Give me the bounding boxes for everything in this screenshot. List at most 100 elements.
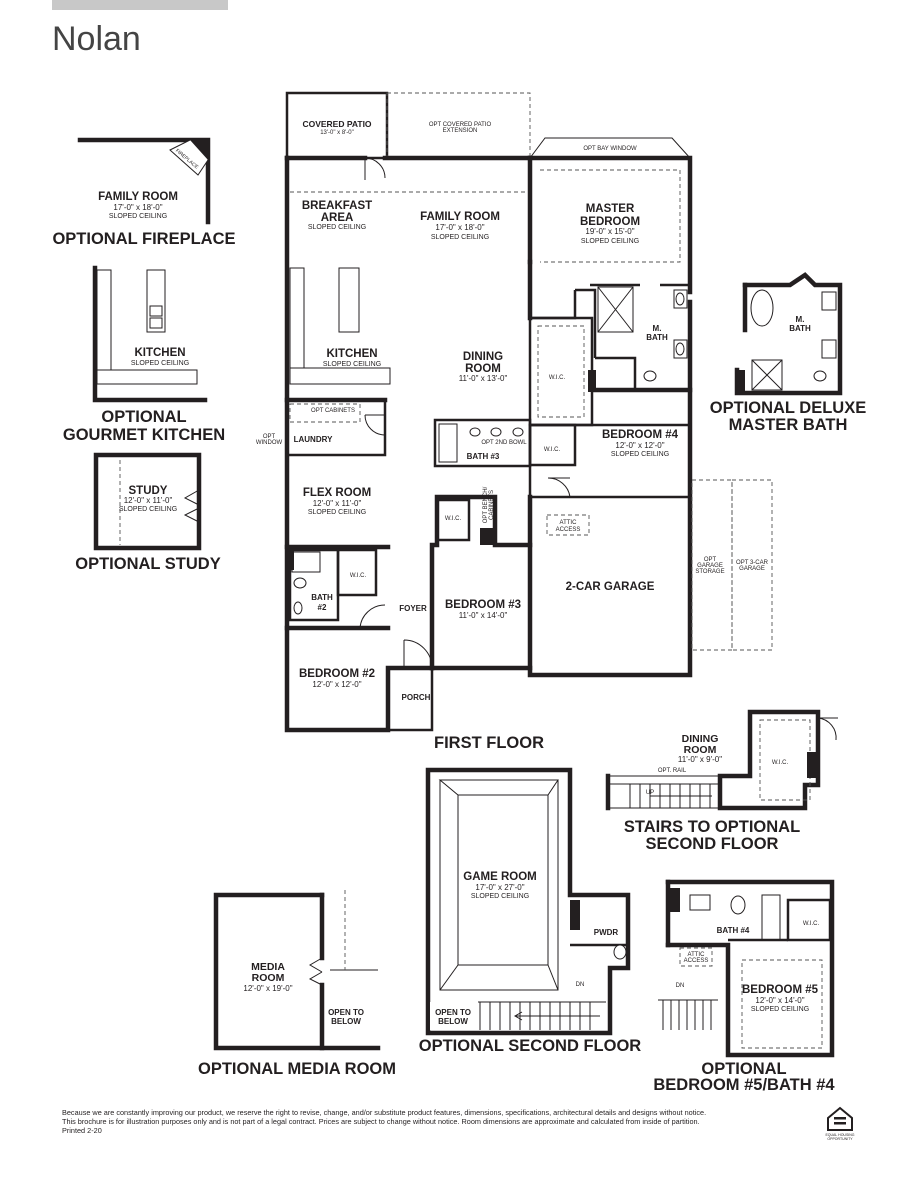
master-bedroom-ceiling: SLOPED CEILING — [581, 238, 639, 245]
attic-access-label-1: ATTIC — [560, 520, 578, 526]
stairs-plan: W.I.C. DINING ROOM 11'-0" x 9'-0" OPT. R… — [605, 709, 838, 853]
bath2-wic-label: W.I.C. — [350, 573, 367, 579]
media-open-to-below-1: OPEN TO — [328, 1008, 364, 1017]
deluxe-m-bath-1: M. — [796, 315, 805, 324]
opt-covered-patio-label: OPT COVERED PATIO — [429, 122, 492, 128]
bath4-label: BATH #4 — [717, 926, 750, 935]
bath3-label: BATH #3 — [467, 452, 500, 461]
fp-family-room-ceiling: SLOPED CEILING — [109, 213, 167, 220]
bedroom5-attic-2: ACCESS — [684, 958, 709, 964]
porch-label: PORCH — [402, 693, 431, 702]
optional-fireplace-plan: FIREPLACE FAMILY ROOM 17'-0" x 18'-0" SL… — [52, 137, 236, 248]
stairs-caption-2: SECOND FLOOR — [646, 835, 779, 853]
dining-room-label-1: DINING — [463, 351, 503, 363]
deluxe-bath-caption-1: OPTIONAL DELUXE — [710, 399, 866, 417]
family-room-label: FAMILY ROOM — [420, 211, 500, 223]
laundry-label: LAUNDRY — [294, 435, 333, 444]
eho-logo-text-2: OPPORTUNITY — [827, 1137, 853, 1141]
bedroom5-wic-label: W.I.C. — [803, 921, 820, 927]
game-room-label: GAME ROOM — [463, 871, 536, 883]
media-room-label-2: ROOM — [252, 972, 285, 984]
kitchen-ceiling: SLOPED CEILING — [323, 361, 381, 368]
master-bedroom-label-2: BEDROOM — [580, 216, 640, 228]
second-open-to-below-1: OPEN TO — [435, 1008, 471, 1017]
deluxe-m-bath-2: BATH — [789, 324, 811, 333]
game-room-dim: 17'-0" x 27'-0" — [475, 883, 524, 892]
optional-media-room-caption: OPTIONAL MEDIA ROOM — [198, 1060, 396, 1078]
opt-3car-garage-2: GARAGE — [739, 566, 765, 572]
covered-patio-label: COVERED PATIO — [302, 119, 371, 129]
fp-family-room-label: FAMILY ROOM — [98, 191, 178, 203]
opt-3car-garage-1: OPT 3-CAR — [736, 560, 769, 566]
first-floor-plan: COVERED PATIO 13'-0" x 8'-0" OPT COVERED… — [256, 91, 773, 752]
bedroom3-dim: 11'-0" x 14'-0" — [459, 611, 508, 620]
bedroom5-ceiling: SLOPED CEILING — [751, 1006, 809, 1013]
bedroom4-wic-label: W.I.C. — [544, 447, 561, 453]
optional-gourmet-kitchen-plan: KITCHEN SLOPED CEILING OPTIONAL GOURMET … — [63, 265, 225, 444]
gourmet-kitchen-label: KITCHEN — [134, 347, 185, 359]
optional-deluxe-master-bath-plan: M. BATH OPTIONAL DELUXE MASTER BATH — [710, 272, 866, 434]
family-room-dim: 17'-0" x 18'-0" — [435, 223, 484, 232]
opt-cabinets-label: OPT CABINETS — [311, 408, 355, 414]
disclaimer: Because we are constantly improving our … — [62, 1108, 822, 1135]
header-accent-bar — [52, 0, 228, 10]
bedroom2-label: BEDROOM #2 — [299, 668, 375, 680]
m-bath-label-1: M. — [653, 324, 662, 333]
kitchen-label: KITCHEN — [326, 348, 377, 360]
media-room-label-1: MEDIA — [251, 961, 285, 973]
bedroom5-attic-1: ATTIC — [688, 952, 706, 958]
disclaimer-line-3: Printed 2-20 — [62, 1126, 102, 1135]
study-dim: 12'-0" x 11'-0" — [124, 496, 173, 505]
optional-bedroom5-caption-1: OPTIONAL — [701, 1060, 786, 1078]
stairs-dining-label-2: ROOM — [684, 744, 717, 756]
optional-gourmet-caption-1: OPTIONAL — [101, 408, 186, 426]
optional-second-floor-plan: GAME ROOM 17'-0" x 27'-0" SLOPED CEILING… — [419, 767, 641, 1055]
covered-patio-dim: 13'-0" x 8'-0" — [320, 130, 354, 136]
pwdr-label: PWDR — [594, 928, 619, 937]
media-open-to-below-2: BELOW — [331, 1017, 361, 1026]
opt-2nd-bowl-label: OPT 2ND BOWL — [481, 440, 527, 446]
disclaimer-line-1: Because we are constantly improving our … — [62, 1108, 707, 1117]
stairs-wic-label: W.I.C. — [772, 760, 789, 766]
bedroom5-label: BEDROOM #5 — [742, 984, 819, 996]
eho-logo-text-1: EQUAL HOUSING — [825, 1133, 854, 1137]
breakfast-label-1: BREAKFAST — [302, 200, 372, 212]
opt-bay-window-label: OPT BAY WINDOW — [583, 146, 637, 152]
plan-title: Nolan — [52, 20, 141, 58]
opt-window-label-1: OPT — [263, 434, 276, 440]
opt-rail-label: OPT. RAIL — [658, 768, 687, 774]
dining-room-label-2: ROOM — [465, 363, 501, 375]
optional-study-caption: OPTIONAL STUDY — [75, 555, 220, 573]
breakfast-label-2: AREA — [321, 212, 354, 224]
bedroom4-label: BEDROOM #4 — [602, 429, 679, 441]
flex-room-label: FLEX ROOM — [303, 487, 371, 499]
study-ceiling: SLOPED CEILING — [119, 506, 177, 513]
bedroom5-dim: 12'-0" x 14'-0" — [755, 996, 804, 1005]
opt-covered-patio-ext-label: EXTENSION — [443, 128, 478, 134]
bath2-label-1: BATH — [311, 593, 333, 602]
dining-room-dim: 11'-0" x 13'-0" — [459, 374, 508, 383]
optional-gourmet-caption-2: GOURMET KITCHEN — [63, 426, 225, 444]
opt-window-label-2: WINDOW — [256, 440, 283, 446]
flex-room-ceiling: SLOPED CEILING — [308, 509, 366, 516]
equal-housing-opportunity-icon: EQUAL HOUSING OPPORTUNITY — [825, 1106, 855, 1141]
bedroom3-label: BEDROOM #3 — [445, 599, 521, 611]
m-bath-label-2: BATH — [646, 333, 668, 342]
deluxe-bath-caption-2: MASTER BATH — [729, 416, 848, 434]
media-room-dim: 12'-0" x 19'-0" — [243, 984, 292, 993]
opt-garage-storage-2: GARAGE — [697, 563, 723, 569]
bedroom5-dn-label: DN — [676, 983, 685, 989]
bedroom4-ceiling: SLOPED CEILING — [611, 451, 669, 458]
first-floor-caption: FIRST FLOOR — [434, 734, 544, 752]
fp-family-room-dim: 17'-0" x 18'-0" — [113, 203, 162, 212]
opt-bench-label-2: CABINETS — [489, 490, 495, 520]
foyer-label: FOYER — [399, 604, 427, 613]
opt-garage-storage-1: OPT — [704, 557, 717, 563]
second-dn-label: DN — [576, 982, 585, 988]
master-bedroom-dim: 19'-0" x 15'-0" — [585, 227, 634, 236]
bedroom2-dim: 12'-0" x 12'-0" — [312, 680, 361, 689]
optional-media-room-plan: MEDIA ROOM 12'-0" x 19'-0" OPEN TO BELOW… — [198, 890, 396, 1078]
second-open-to-below-2: BELOW — [438, 1017, 468, 1026]
flex-room-dim: 12'-0" x 11'-0" — [313, 499, 362, 508]
